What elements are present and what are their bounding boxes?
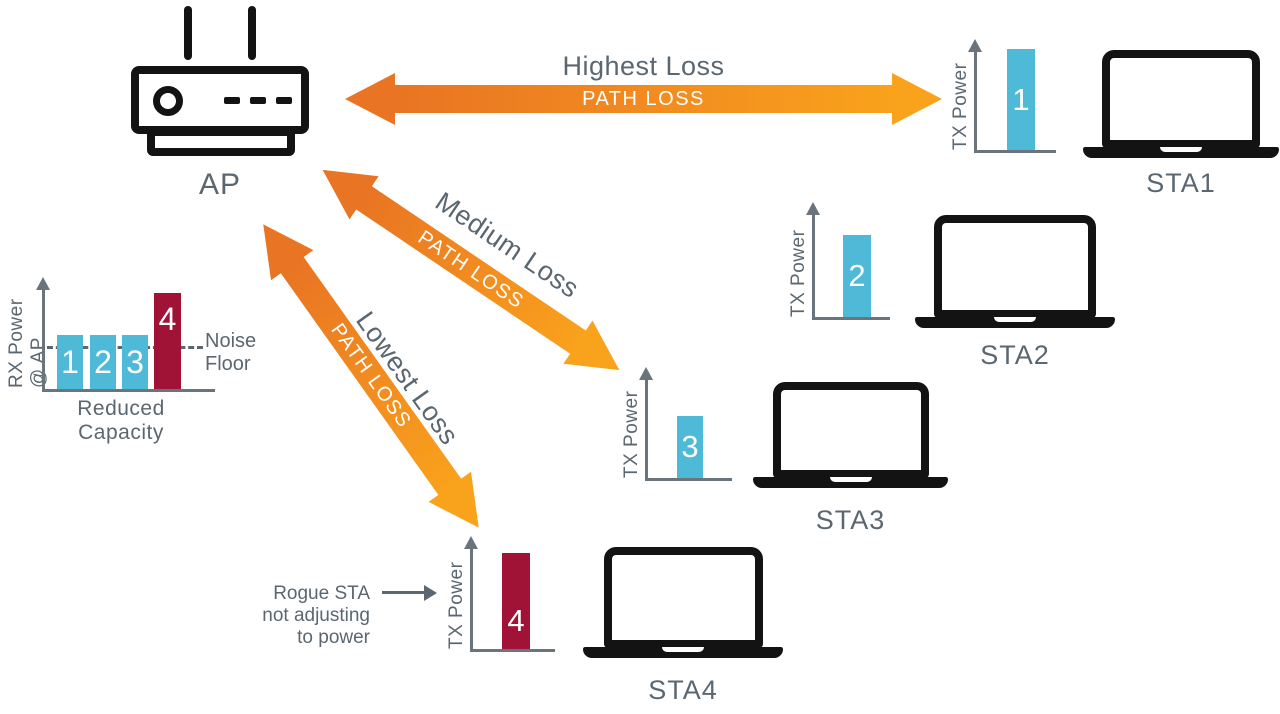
y-axis-arrow-icon — [639, 367, 653, 380]
tx-axis-label: TX Power — [621, 390, 642, 478]
y-axis — [974, 50, 977, 150]
rx-power-chart: RX Power @ AP 1 2 3 4 Noise Floor Reduce… — [0, 277, 270, 444]
tx-power-bar-sta1: 1 — [1007, 49, 1035, 150]
ap-dash-icon — [224, 97, 240, 104]
path-loss-band-label: PATH LOSS — [582, 87, 705, 110]
ap-antenna-icon — [248, 6, 256, 60]
noise-floor-label-line1: Noise — [205, 330, 257, 352]
arrow-body: PATH LOSS — [279, 255, 463, 497]
ap-label: AP — [198, 168, 242, 201]
laptop-base — [753, 477, 948, 488]
x-axis — [645, 478, 732, 481]
laptop-icon-sta1 — [1083, 50, 1279, 158]
laptop-base — [915, 317, 1115, 328]
rogue-pointer-arrow-icon — [424, 585, 437, 601]
rx-power-bar-1: 1 — [57, 335, 83, 389]
station-label-sta4: STA4 — [648, 675, 718, 705]
rogue-note-line1: Rogue STA — [273, 583, 370, 604]
tx-axis-label: TX Power — [950, 62, 971, 150]
tx-power-chart-sta2: TX Power 2 — [787, 202, 902, 324]
laptop-base — [1083, 147, 1279, 158]
bar-number: 4 — [507, 603, 525, 638]
rx-axis-label-line2: @ AP — [28, 337, 49, 388]
laptop-screen — [603, 547, 763, 648]
tx-axis-label: TX Power — [788, 229, 809, 317]
laptop-notch — [994, 317, 1036, 322]
rogue-note-line3: to power — [297, 627, 370, 648]
station-label-sta3: STA3 — [815, 505, 886, 535]
ap-dash-icon — [276, 97, 292, 104]
bar-number: 2 — [848, 258, 866, 293]
link-title-highest-loss: Highest Loss — [562, 51, 725, 81]
rogue-sta-note: Rogue STA not adjusting to power — [248, 583, 370, 649]
y-axis-arrow-icon — [36, 277, 50, 290]
ap-dash-icon — [250, 97, 266, 104]
laptop-base — [583, 647, 783, 658]
ap-body-icon — [131, 66, 309, 134]
laptop-screen — [1102, 50, 1260, 148]
x-axis — [42, 389, 215, 392]
bar-number: 1 — [1012, 81, 1030, 117]
bar-number: 2 — [94, 343, 112, 380]
ap-antenna-icon — [184, 6, 192, 60]
x-axis — [470, 649, 555, 652]
rx-power-bar-4: 4 — [154, 293, 181, 389]
x-axis — [812, 317, 890, 320]
bar-number: 3 — [126, 343, 144, 380]
tx-power-chart-sta3: TX Power 3 — [620, 367, 740, 487]
bar-number: 1 — [61, 343, 79, 380]
station-label-sta1: STA1 — [1146, 168, 1216, 198]
tx-power-bar-sta4: 4 — [502, 553, 530, 649]
rx-power-bar-3: 3 — [122, 335, 148, 389]
rx-power-bar-2: 2 — [90, 335, 116, 389]
laptop-icon-sta2 — [915, 215, 1115, 328]
tx-power-bar-sta2: 2 — [843, 235, 871, 317]
reduced-capacity-label: Reduced Capacity — [77, 397, 165, 444]
arrow-body: PATH LOSS — [393, 85, 894, 113]
arrowhead-right-icon — [892, 73, 942, 125]
y-axis — [42, 288, 45, 389]
y-axis-arrow-icon — [806, 202, 820, 215]
laptop-notch — [1160, 147, 1202, 152]
y-axis — [470, 547, 473, 649]
tx-power-chart-sta1: TX Power 1 — [950, 39, 1065, 160]
bar-number: 4 — [158, 301, 177, 337]
y-axis — [645, 378, 648, 478]
laptop-icon-sta3 — [753, 382, 948, 488]
station-label-sta2: STA2 — [980, 340, 1050, 370]
noise-floor-label: Noise Floor — [205, 330, 256, 376]
ap-led-circle-icon — [153, 86, 183, 116]
path-loss-band-label: PATH LOSS — [326, 319, 416, 433]
laptop-notch — [662, 647, 704, 652]
rogue-pointer-line — [382, 591, 426, 594]
rx-axis-label-line1: RX Power — [6, 298, 27, 388]
rogue-note-line2: not adjusting — [262, 605, 370, 626]
laptop-screen — [934, 215, 1096, 318]
y-axis-arrow-icon — [968, 39, 982, 52]
tx-power-chart-sta4: TX Power 4 — [440, 536, 575, 656]
tx-axis-label: TX Power — [446, 561, 467, 649]
bar-number: 3 — [681, 429, 699, 464]
laptop-screen — [772, 382, 929, 478]
tx-power-bar-sta3: 3 — [677, 416, 703, 478]
y-axis-arrow-icon — [464, 536, 478, 549]
y-axis — [812, 213, 815, 317]
path-loss-arrow-highest: PATH LOSS — [345, 71, 942, 127]
noise-floor-label-line2: Floor — [205, 353, 251, 375]
x-axis — [974, 150, 1056, 153]
laptop-icon-sta4 — [583, 547, 783, 658]
laptop-notch — [829, 477, 872, 482]
arrowhead-left-icon — [345, 73, 395, 125]
